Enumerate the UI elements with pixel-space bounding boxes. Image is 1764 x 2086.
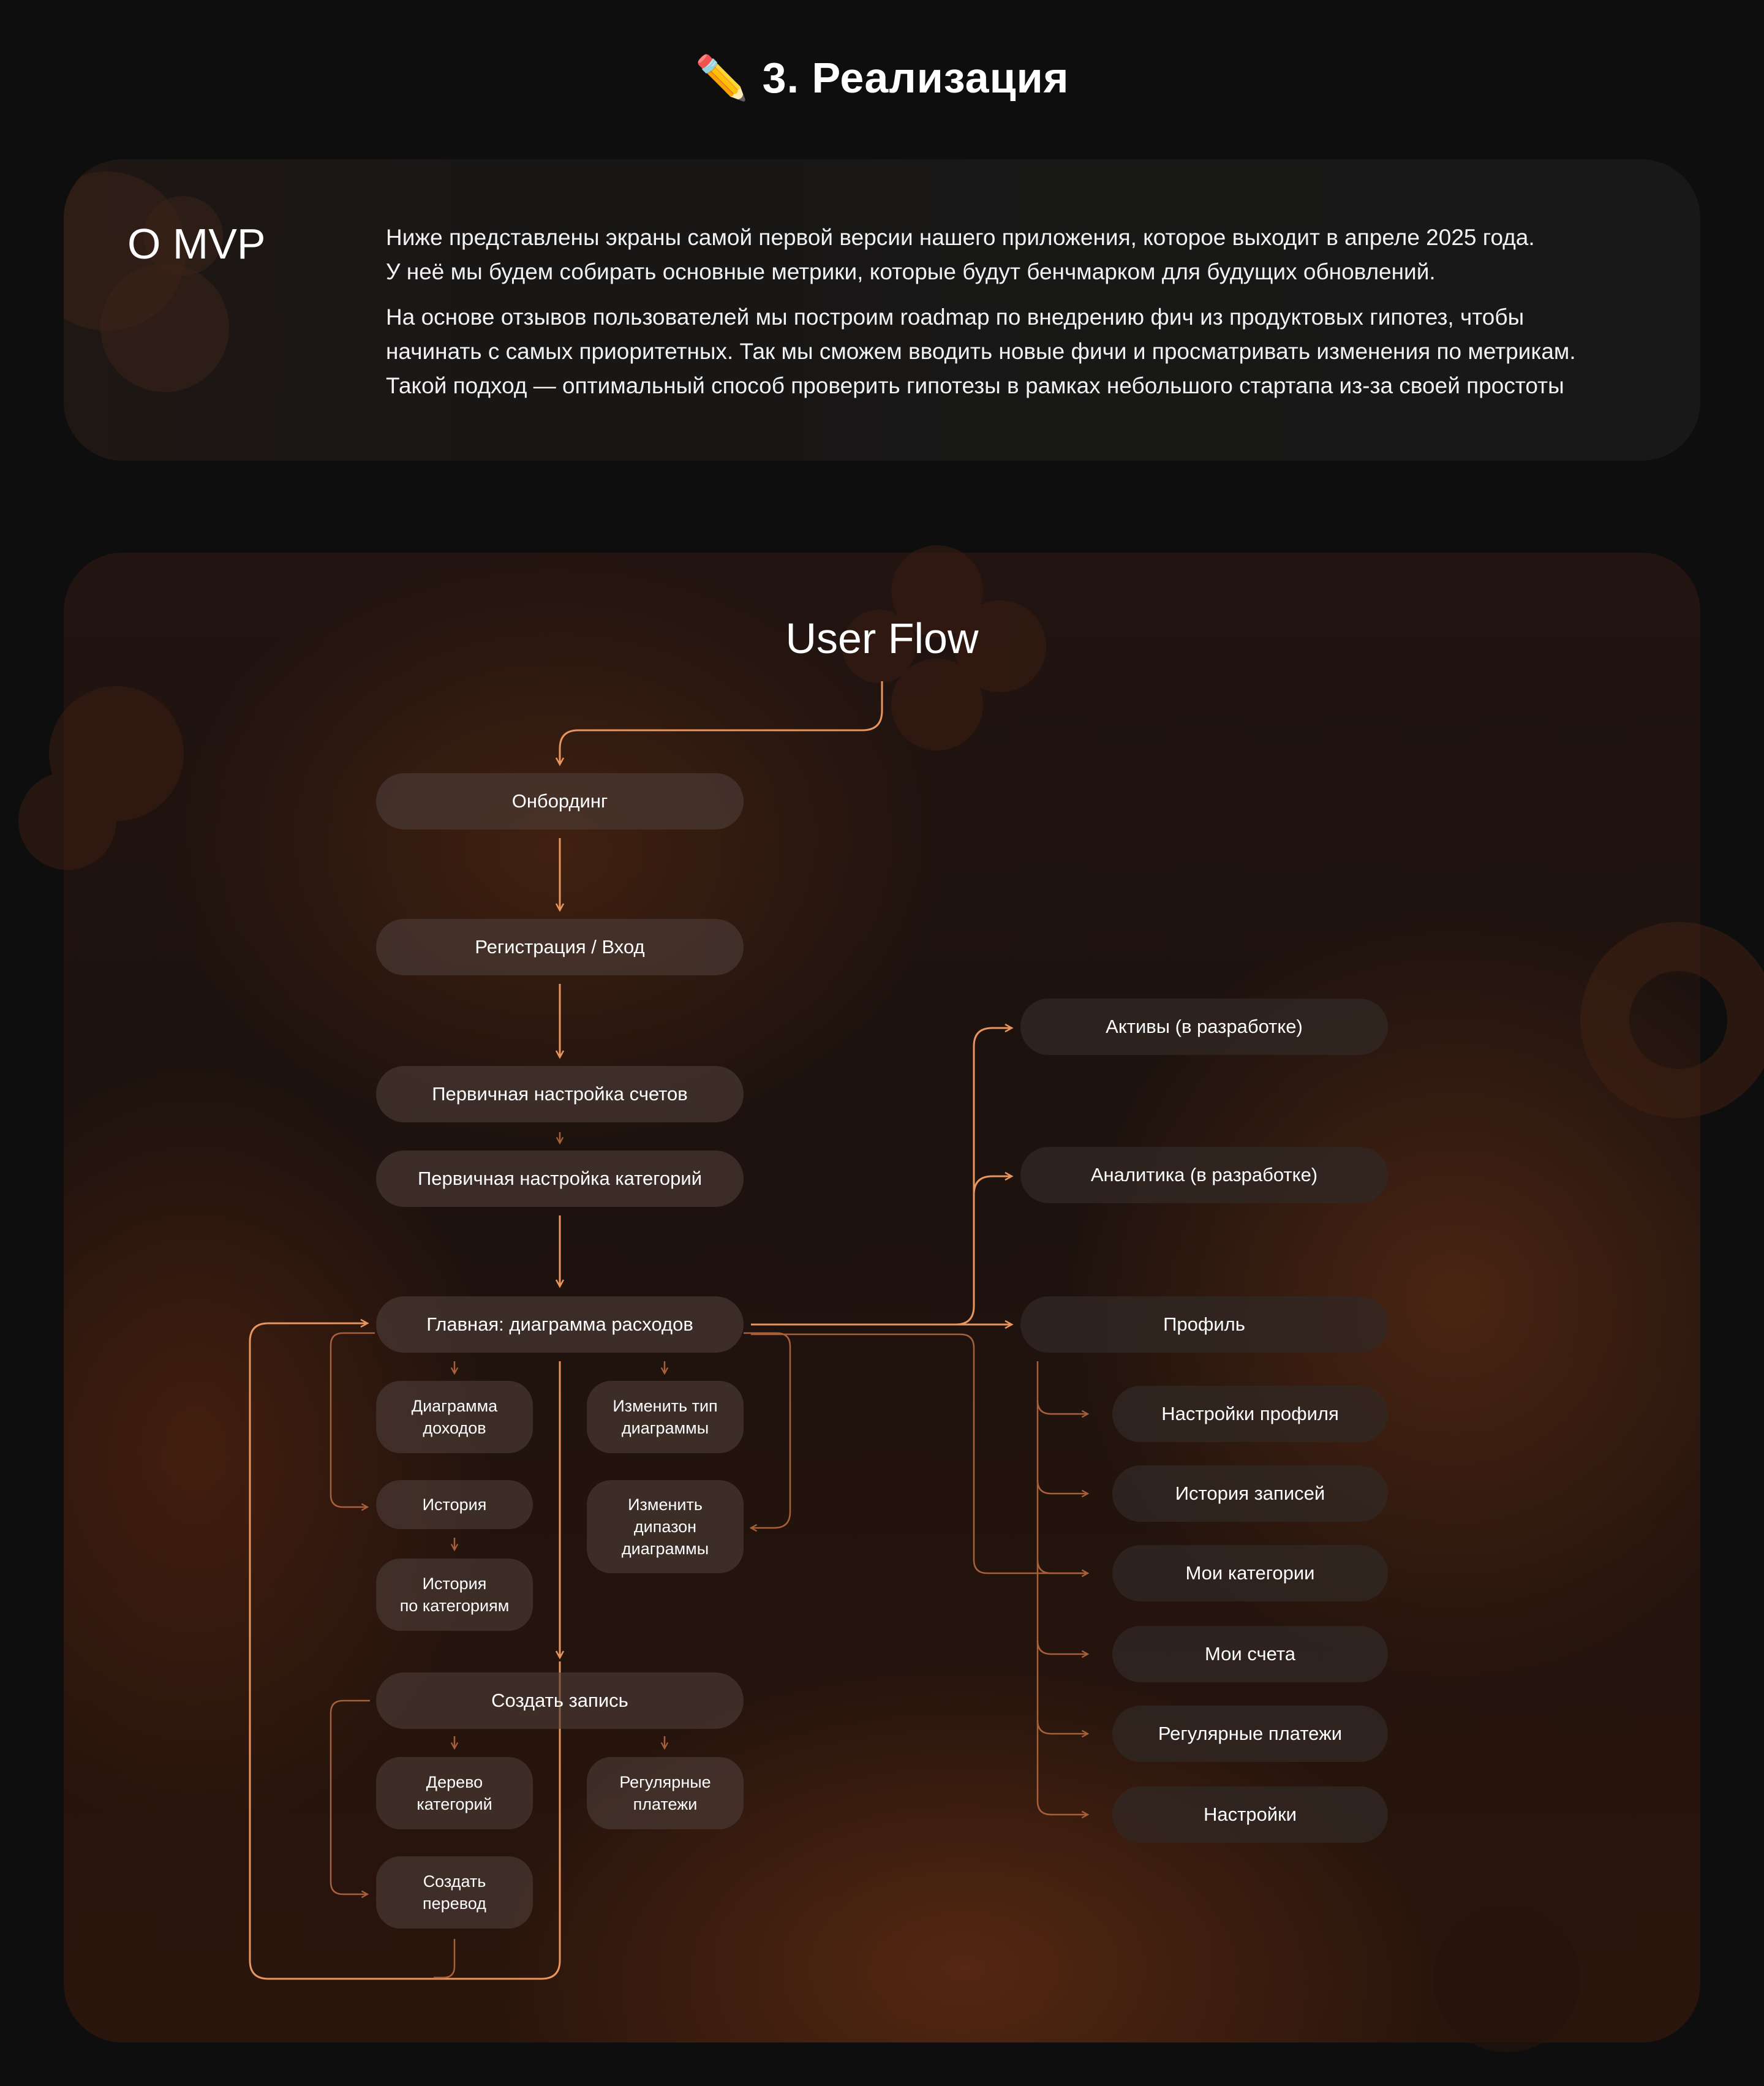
- node-settings: Настройки: [1112, 1786, 1388, 1843]
- section-title-text: 3. Реализация: [762, 54, 1069, 102]
- node-profile: Профиль: [1020, 1296, 1388, 1353]
- node-create-transfer-line1: Создать: [423, 1872, 486, 1891]
- node-records-history: История записей: [1112, 1465, 1388, 1522]
- node-regular-payments-sub: Регулярные платежи: [587, 1757, 744, 1829]
- node-history-by-category-line2: по категориям: [399, 1597, 510, 1615]
- node-registration: Регистрация / Вход: [376, 919, 744, 975]
- node-income-chart: Диаграмма доходов: [376, 1381, 533, 1453]
- about-mvp-card: О MVP Ниже представлены экраны самой пер…: [64, 159, 1700, 461]
- about-paragraph-2: На основе отзывов пользователей мы постр…: [386, 300, 1660, 403]
- node-change-chart-range-line2: дипазон: [633, 1517, 697, 1536]
- node-create-transfer-line2: перевод: [423, 1894, 486, 1913]
- node-history-by-category-line1: История: [422, 1574, 487, 1593]
- node-history-by-category: История по категориям: [376, 1559, 533, 1631]
- about-p2-line1: На основе отзывов пользователей мы постр…: [386, 304, 1525, 330]
- node-income-chart-line1: Диаграмма: [411, 1397, 498, 1415]
- node-change-chart-range-line1: Изменить: [628, 1495, 703, 1514]
- node-category-tree-line1: Дерево: [426, 1773, 483, 1791]
- node-change-chart-range-line3: диаграммы: [621, 1540, 709, 1558]
- user-flow-card: [64, 553, 1700, 2043]
- about-p1-line2: У неё мы будем собирать основные метрики…: [386, 259, 1436, 284]
- node-home: Главная: диаграмма расходов: [376, 1296, 744, 1353]
- node-regular-payments-sub-line1: Регулярные: [619, 1773, 711, 1791]
- node-history: История: [376, 1480, 533, 1529]
- node-change-chart-range: Изменить дипазон диаграммы: [587, 1480, 744, 1573]
- node-analytics: Аналитика (в разработке): [1020, 1147, 1388, 1203]
- node-categories-setup: Первичная настройка категорий: [376, 1151, 744, 1207]
- pencil-icon: ✏️: [695, 54, 749, 102]
- about-p1-line1: Ниже представлены экраны самой первой ве…: [386, 225, 1535, 250]
- node-my-categories: Мои категории: [1112, 1545, 1388, 1601]
- node-change-chart-type: Изменить тип диаграммы: [587, 1381, 744, 1453]
- node-regular-payments-sub-line2: платежи: [633, 1795, 698, 1813]
- user-flow-title: User Flow: [785, 614, 979, 662]
- node-create-transfer: Создать перевод: [376, 1856, 533, 1929]
- about-mvp-title: О MVP: [127, 220, 266, 268]
- about-mvp-text: Ниже представлены экраны самой первой ве…: [386, 221, 1660, 415]
- section-title: ✏️ 3. Реализация: [0, 50, 1764, 105]
- node-regular-payments: Регулярные платежи: [1112, 1706, 1388, 1762]
- node-accounts-setup: Первичная настройка счетов: [376, 1066, 744, 1122]
- node-category-tree-line2: категорий: [417, 1795, 492, 1813]
- about-p2-line2: начинать с самых приоритетных. Так мы см…: [386, 339, 1576, 364]
- node-assets: Активы (в разработке): [1020, 999, 1388, 1055]
- decor-blob: [100, 263, 229, 392]
- node-profile-settings: Настройки профиля: [1112, 1386, 1388, 1442]
- node-onboarding: Онбординг: [376, 773, 744, 829]
- node-income-chart-line2: доходов: [423, 1419, 486, 1437]
- node-category-tree: Дерево категорий: [376, 1757, 533, 1829]
- node-change-chart-type-line1: Изменить тип: [612, 1397, 718, 1415]
- node-my-accounts: Мои счета: [1112, 1626, 1388, 1682]
- about-paragraph-1: Ниже представлены экраны самой первой ве…: [386, 221, 1660, 289]
- decor-blob: [143, 196, 223, 276]
- node-change-chart-type-line2: диаграммы: [621, 1419, 709, 1437]
- about-p2-line3: Такой подход — оптимальный способ провер…: [386, 373, 1564, 398]
- node-create-record: Создать запись: [376, 1672, 744, 1729]
